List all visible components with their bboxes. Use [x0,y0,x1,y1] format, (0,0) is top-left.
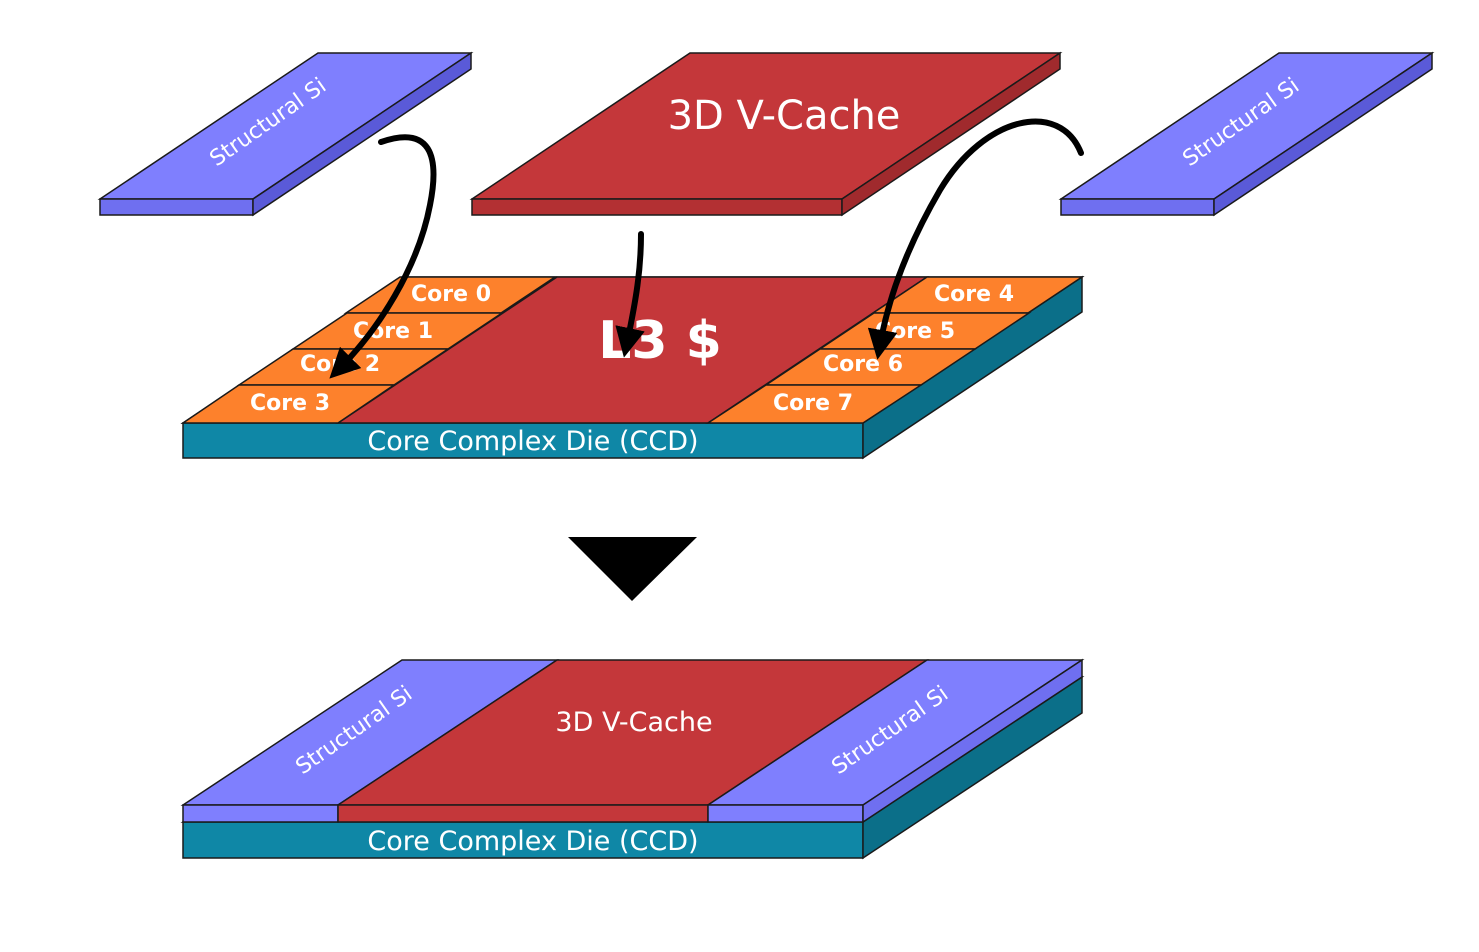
core-3-tile [180,384,397,424]
l3-cache-label: L3 $ [598,311,722,371]
structural-si-left-slab [97,51,474,217]
ccd-label: Core Complex Die (CCD) [367,426,698,457]
core-0-label: Core 0 [411,282,491,307]
curved-arrow-icon [329,134,437,379]
curved-arrow-icon [867,118,1084,360]
core-7-tile [705,384,924,424]
left-core-block [180,276,558,424]
v-cache-label: 3D V-Cache [668,93,901,139]
right-core-block [705,276,1085,424]
core-4-label: Core 4 [934,282,1014,307]
placement-arrows [329,118,1084,379]
core-6-label: Core 6 [823,352,903,377]
down-triangle-icon [568,537,697,601]
core-3-label: Core 3 [250,391,330,416]
core-7-label: Core 7 [773,391,853,416]
structural-si-right-slab [1058,51,1435,217]
v-cache-slab [469,51,1063,217]
result-v-cache-label: 3D V-Cache [555,707,712,738]
result-stack-layer [180,658,1085,824]
straight-arrow-icon [615,231,645,358]
result-ccd-label: Core Complex Die (CCD) [367,826,698,857]
